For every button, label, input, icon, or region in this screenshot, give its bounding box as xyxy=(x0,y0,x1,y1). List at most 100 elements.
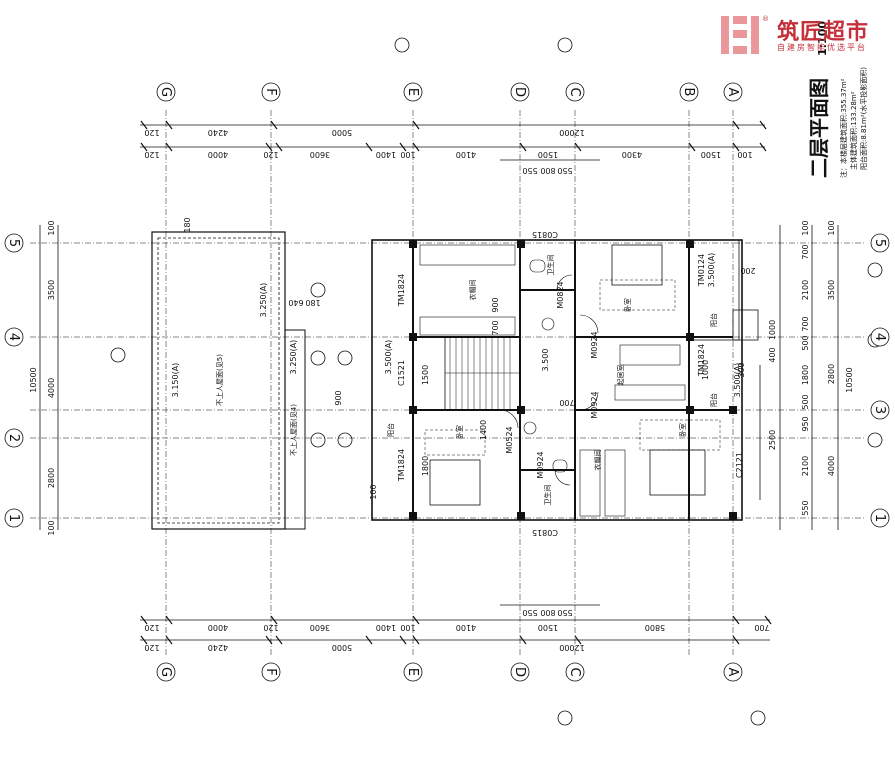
axis-label: 4 xyxy=(6,333,21,341)
axis-label: E xyxy=(405,88,420,96)
door-code: C0815 xyxy=(532,230,558,239)
dim-text: 180 xyxy=(183,217,192,232)
dim-text: 1400 xyxy=(376,150,396,159)
brand-logo: ® 筑匠超市 自建房智能优选平台 xyxy=(719,12,887,58)
dim-text: 700 xyxy=(801,316,810,331)
logo-name: 筑匠超市 xyxy=(777,20,870,45)
dim-text: 1500 xyxy=(701,150,721,159)
dim-text: 5000 xyxy=(332,128,352,137)
dim-text: 4240 xyxy=(208,128,228,137)
axis-label: 3 xyxy=(872,406,887,414)
dim-text: 4000 xyxy=(208,150,228,159)
axis-bubble-1-left xyxy=(4,508,24,528)
dim-text: 120 xyxy=(263,150,278,159)
drawing-note: 注：本楼层建筑面积:355.37m² xyxy=(839,78,848,178)
axis-bubble-c-bottom xyxy=(565,662,585,682)
door-code: M0824 xyxy=(556,281,565,308)
room-label-balcony: 阳台 xyxy=(709,393,718,407)
dim-text: 100 xyxy=(47,520,56,535)
logo-mark-icon: ® xyxy=(721,15,769,54)
dim-text: 500 xyxy=(801,335,810,350)
dim-text: 1400 xyxy=(376,623,396,632)
dim-text: 10500 xyxy=(29,367,38,392)
dim-text: 2500 xyxy=(768,430,777,450)
axis-label: G xyxy=(158,87,173,97)
room-label-closet-bottom: 衣帽间 xyxy=(593,450,602,471)
axis-bubble-f-bottom xyxy=(261,662,281,682)
elevation-label: 3.500 xyxy=(541,349,550,372)
dim-text: 950 xyxy=(801,416,810,431)
dim-text: 100 xyxy=(369,484,378,499)
axis-label: 1 xyxy=(6,514,21,522)
dim-text: 4100 xyxy=(456,150,476,159)
door-code: TM1824 xyxy=(397,274,406,307)
dim-text: 3600 xyxy=(310,150,330,159)
elevation-label: 3.250(A) xyxy=(289,340,298,375)
axis-label: 4 xyxy=(872,333,887,341)
door-code: C0815 xyxy=(532,528,558,537)
elevation-label: 3.500(A) xyxy=(707,253,716,288)
axis-bubble-g-bottom xyxy=(156,662,176,682)
elevation-label: 3.500(A) xyxy=(733,363,742,398)
dim-text: 100 xyxy=(827,220,836,235)
logo-tagline: 自建房智能优选平台 xyxy=(777,43,867,52)
dim-text: 4000 xyxy=(47,378,56,398)
axis-label: F xyxy=(263,88,278,95)
svg-text:®: ® xyxy=(762,15,769,23)
axis-label: C xyxy=(567,87,582,96)
door-code: TM0124 xyxy=(697,254,706,287)
door-code: M0924 xyxy=(536,451,545,478)
room-label-bedroom-br: 卧室 xyxy=(678,423,687,437)
dim-text: 120 xyxy=(144,150,159,159)
dim-text: 3500 xyxy=(827,280,836,300)
axis-bubble-2-left xyxy=(4,428,24,448)
door-code: C2121 xyxy=(735,452,744,478)
dim-text: 1800 xyxy=(421,456,430,476)
dim-text: 1000 xyxy=(768,320,777,340)
axis-label: D xyxy=(512,667,527,677)
dim-text: 700 xyxy=(754,623,769,632)
dim-text: 4300 xyxy=(622,150,642,159)
axis-label: 1 xyxy=(872,514,887,522)
dim-text: 12000 xyxy=(559,128,584,137)
dim-text: 1500 xyxy=(538,150,558,159)
axis-bubble-5-right xyxy=(870,233,890,253)
dim-text: 1400 xyxy=(479,420,488,440)
axis-bubble-d-top xyxy=(510,82,530,102)
axis-label: 5 xyxy=(872,239,887,247)
dim-text: 800 xyxy=(540,608,555,617)
dim-text: 100 xyxy=(400,623,415,632)
axis-bubble-5-left xyxy=(4,233,24,253)
dim-text: 4000 xyxy=(827,456,836,476)
dim-text: 640 xyxy=(288,298,303,307)
room-label-bath-bottom: 卫生间 xyxy=(543,485,552,506)
door-code: M0524 xyxy=(505,426,514,453)
dim-text: 700 xyxy=(801,244,810,259)
dim-text: 400 xyxy=(768,347,777,362)
room-label-closet-top: 衣帽间 xyxy=(468,280,477,301)
axis-label: E xyxy=(405,668,420,676)
dim-text: 550 xyxy=(557,608,572,617)
room-label-balcony: 阳台 xyxy=(709,313,718,327)
dim-text: 2800 xyxy=(47,468,56,488)
axis-label: 5 xyxy=(6,239,21,247)
door-code: TM1824 xyxy=(697,344,706,377)
dim-text: 1800 xyxy=(801,365,810,385)
door-code: TM1824 xyxy=(397,449,406,482)
dim-text: 2100 xyxy=(801,456,810,476)
drawing-title: 二层平面图 xyxy=(807,78,831,178)
dim-text: 5000 xyxy=(332,643,352,652)
dim-text: 120 xyxy=(263,623,278,632)
elevation-label: 3.250(A) xyxy=(259,283,268,318)
drawing-scale: 1:100 xyxy=(816,21,829,56)
dim-text: 100 xyxy=(47,220,56,235)
axis-bubble-e-top xyxy=(403,82,423,102)
dim-text: 120 xyxy=(144,623,159,632)
dim-text: 5800 xyxy=(645,623,665,632)
dim-text: 2100 xyxy=(801,280,810,300)
room-label-bedroom-tr: 卧室 xyxy=(623,298,632,312)
room-label-roof2: 不上人屋面(见4) xyxy=(289,404,298,456)
axis-bubble-c-top xyxy=(565,82,585,102)
axis-bubble-3-right xyxy=(870,400,890,420)
